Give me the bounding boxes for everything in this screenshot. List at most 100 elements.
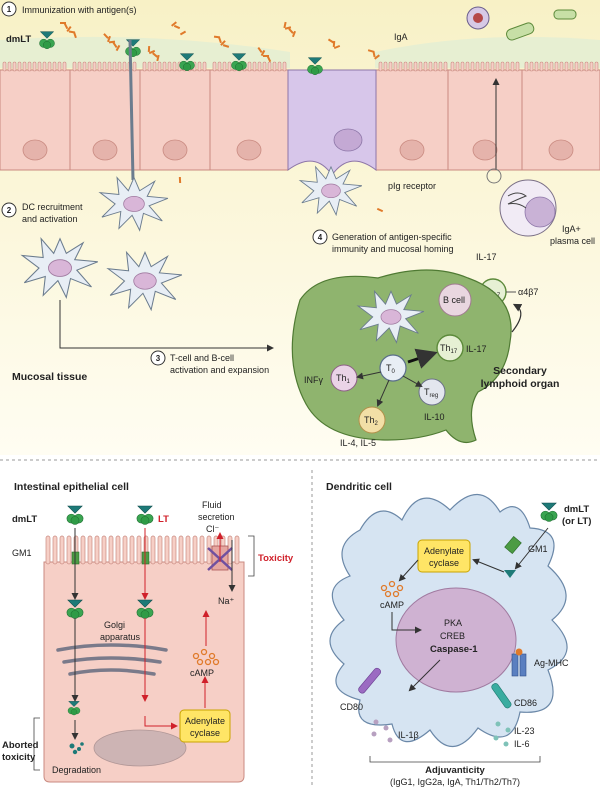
antigen-icon [257,46,263,54]
gm1-receptor-icon [504,536,522,554]
cell-nucleus [472,139,498,161]
caspase-label: Caspase-1 [430,644,478,655]
b-cell-label: B cell [443,295,465,305]
epithelial-cell [521,61,600,171]
epithelial-cell [139,61,211,171]
antigen-icon [147,45,151,53]
th17-label: Th17 [440,343,458,355]
alpha4b7-label: α4β7 [518,287,538,297]
degradation-label: Degradation [52,765,101,775]
dc-entry-arrow [514,527,549,570]
toxicity-label: Toxicity [258,553,294,564]
step-1-label: Immunization with antigen(s) [22,5,137,15]
golgi-label-line1: Golgi [104,620,125,630]
th2-arrow [376,379,390,407]
aborted-bracket [33,717,40,771]
antigen-icon [179,30,187,36]
microvillus [157,535,163,565]
antigen-icon [260,49,266,57]
antigen-icon [148,49,156,55]
caspase-to-il1b-arrow [408,659,441,692]
mucus-layer-left [0,36,290,68]
microvillus [52,535,58,565]
epithelial-cell [209,61,289,171]
dc-adenylate-label-line2: cyclase [429,558,459,568]
microvillus [164,535,170,565]
cd80-receptor-icon [358,667,382,694]
step-4-marker: 4 [312,229,328,245]
cell-nucleus [399,139,425,161]
cell-nucleus [162,139,188,161]
epithelial-cell [447,61,523,171]
antigen-icon [284,26,292,30]
svg-text:2: 2 [7,206,12,215]
step-4-label-line1: Generation of antigen-specific [332,232,452,242]
il1b-label: IL-1β [398,730,419,740]
cd80-label: CD80 [340,702,363,712]
antigen-icon [283,21,287,29]
chloride-label: Cl⁻ [206,524,219,534]
nucleus [93,729,187,767]
ag-mhc-label: Ag-MHC [534,658,569,668]
dc-adenylate-label-line1: Adenylate [424,546,464,556]
step-1-marker: 1 [1,1,17,17]
step-3-label-line1: T-cell and B-cell [170,353,234,363]
antigen-icon [266,55,272,63]
dc-nucleus [395,587,517,693]
creb-label: CREB [440,631,465,641]
microvillus [136,535,142,565]
fluid-label-line2: secretion [198,512,235,522]
cell-nucleus [236,139,262,161]
microvillus [80,535,86,565]
iga-label: IgA [394,32,408,42]
cyclase-to-camp-dc-arrow [398,559,419,582]
treg-cell [418,378,446,406]
th2-cell [358,406,386,434]
microvillus [108,535,114,565]
epithelial-cell [69,61,141,171]
epithelial-cell [0,61,71,171]
dc-camp-molecules-icon [380,580,404,598]
epi-dmlt-label: dmLT [12,514,37,525]
m-cell [287,69,377,176]
microvillus [150,535,156,565]
microvillus [171,535,177,565]
antigen-icon [374,54,380,60]
t0-label: T0 [386,363,396,375]
antigen-icon [103,33,109,39]
antigen-icon [291,30,297,38]
microvillus [115,535,121,565]
secondary-lymphoid-label-line1: Secondary [493,365,547,377]
epithelial-panel-title: Intestinal epithelial cell [14,481,129,493]
cd86-label: CD86 [514,698,537,708]
virus-icon [466,6,490,30]
antigen-icon [372,50,376,58]
pig-receptor-vesicle [486,168,502,184]
antigen-icon [218,36,222,44]
plasma-cell-nucleus [524,196,556,228]
toxicity-bracket [248,535,255,577]
ag-mhc-receptor-icon [511,648,527,677]
camp-molecules-icon [192,648,220,666]
cell-nucleus [548,139,574,161]
microvillus [192,535,198,565]
microvillus [66,535,72,565]
antigen-icon [222,44,230,48]
il17-label-top: IL-17 [476,252,497,262]
migration-arrow [59,300,274,352]
microvillus [234,535,240,565]
toxin-icon [540,502,558,522]
antigen-icon [112,41,118,49]
adjuvanticity-detail-label: (IgG1, IgG2a, IgA, Th1/Th2/Th7) [390,777,520,787]
svg-text:3: 3 [156,354,161,363]
dc-adenylate-cyclase-box [417,539,471,573]
microvillus [122,535,128,565]
degradation-fragments-icon [69,742,84,755]
adjuvanticity-label: Adjuvanticity [425,765,485,776]
mucosal-tissue-label: Mucosal tissue [12,371,87,383]
dc-camp-label: cAMP [380,600,404,610]
antigen-particles [60,21,384,213]
microvillus [59,535,65,565]
antigen-icon [60,22,66,24]
step-3-label-line2: activation and expansion [170,365,269,375]
